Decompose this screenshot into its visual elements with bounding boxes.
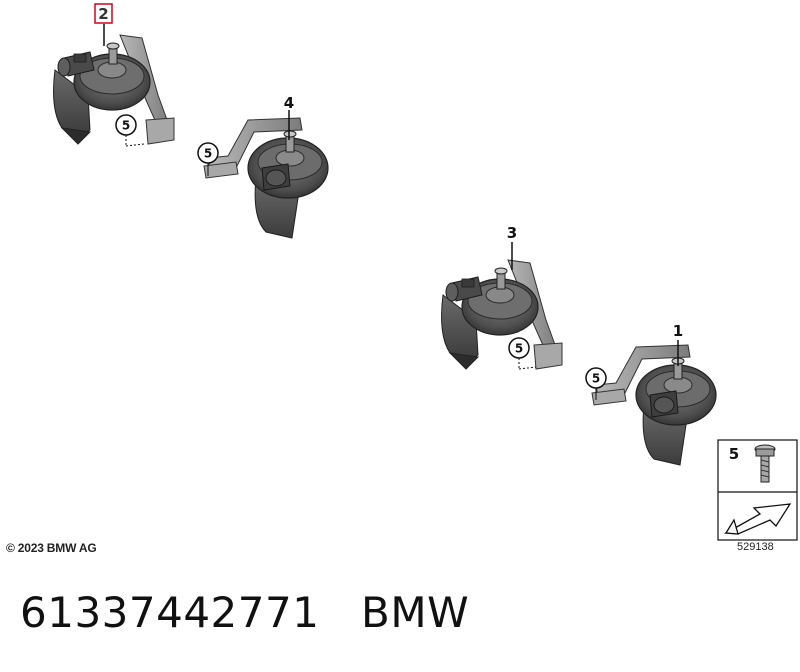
highlight-box-part-2 xyxy=(94,3,113,24)
horn-part-3[interactable] xyxy=(440,259,563,370)
svg-text:5: 5 xyxy=(204,147,212,161)
screw-callout-b[interactable]: 5 xyxy=(197,142,219,176)
svg-text:5: 5 xyxy=(515,342,523,356)
horn-part-2[interactable] xyxy=(52,34,175,145)
callout-part-1[interactable]: 1 xyxy=(673,322,683,340)
legend-box: 5 xyxy=(717,439,798,541)
diagram-number: 529138 xyxy=(737,541,774,553)
screw-callout-d[interactable]: 5 xyxy=(585,367,607,400)
screw-callout-c[interactable]: 5 xyxy=(508,337,537,370)
callout-part-4[interactable]: 4 xyxy=(284,94,294,112)
svg-text:5: 5 xyxy=(592,372,600,386)
screw-callout-a[interactable]: 5 xyxy=(115,114,145,147)
footer-caption: 61337442771 BMW xyxy=(20,588,469,637)
horn-part-4[interactable] xyxy=(203,117,329,239)
screw-icon[interactable] xyxy=(754,444,776,483)
direction-arrow-icon xyxy=(723,503,792,535)
copyright-notice: © 2023 BMW AG xyxy=(6,541,97,555)
svg-text:5: 5 xyxy=(122,119,130,133)
part-number: 61337442771 xyxy=(20,588,320,637)
brand-name: BMW xyxy=(361,588,470,637)
legend-screw-number: 5 xyxy=(729,445,739,463)
horn-part-1[interactable] xyxy=(591,344,717,466)
callout-part-2[interactable]: 2 xyxy=(98,5,108,23)
callout-part-3[interactable]: 3 xyxy=(507,224,517,242)
